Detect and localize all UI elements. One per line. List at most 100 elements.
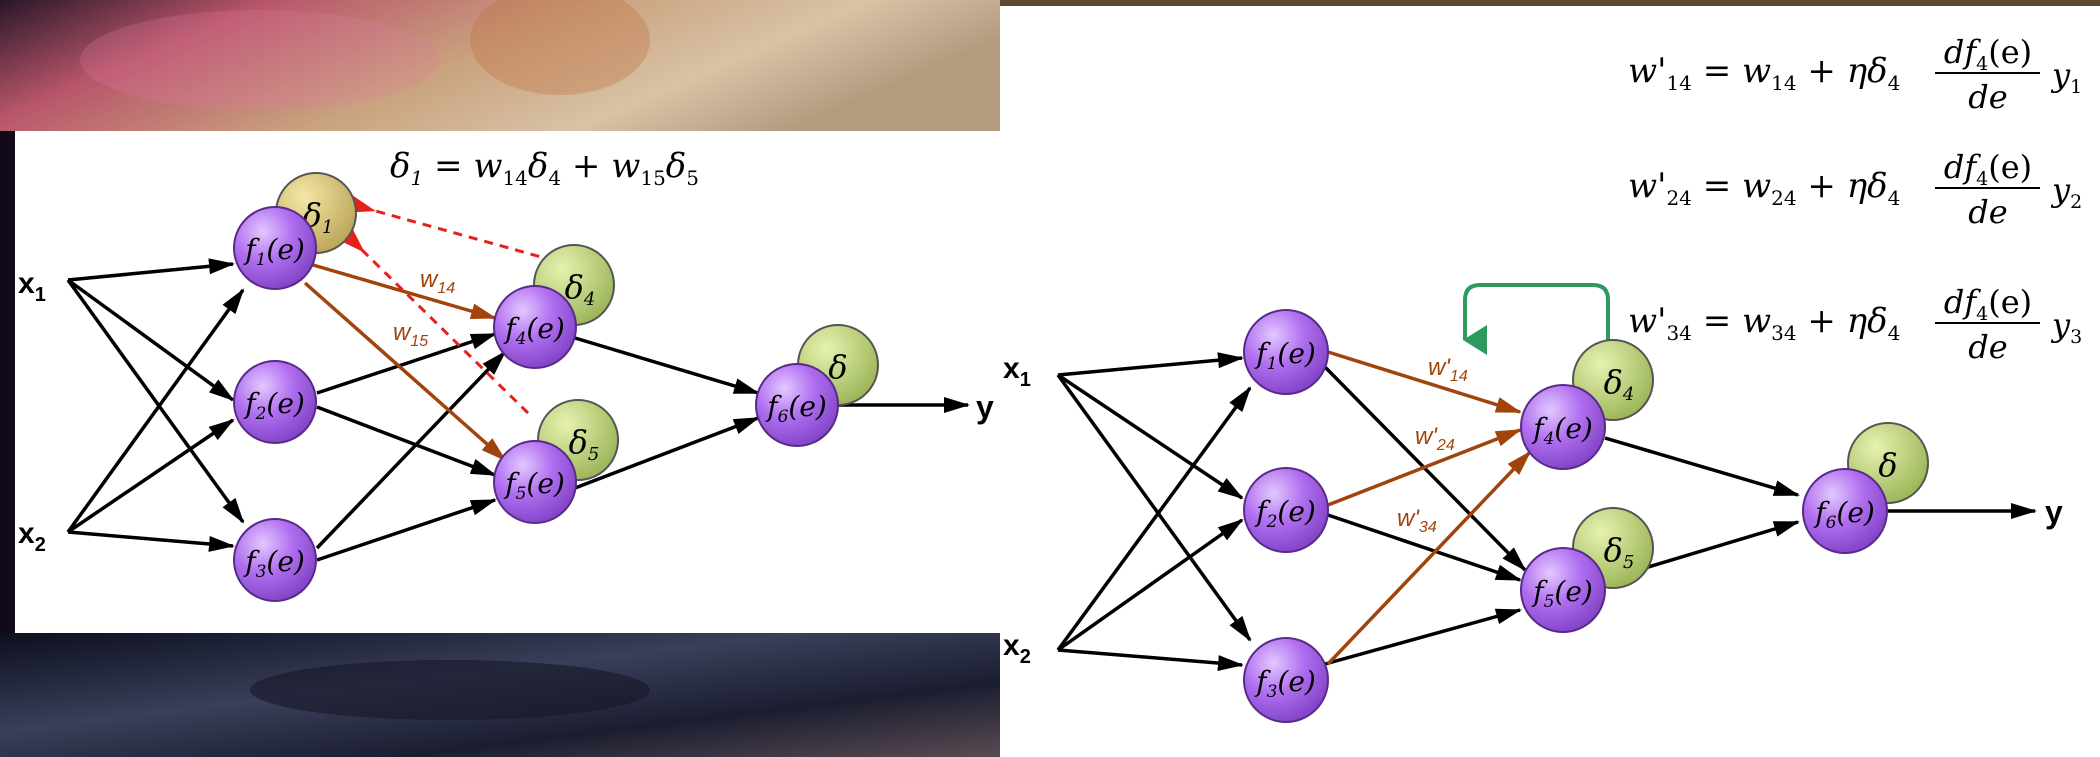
edge-x2-f3 [1057,648,1244,672]
left-black-edges [66,258,970,562]
right-neuron-f3: f3(e) [1243,637,1329,723]
left-neuron-f1: f1(e) [233,206,317,290]
right-neuron-f1: f1(e) [1243,309,1329,395]
edge-f3-f5 [1324,608,1522,666]
edge-x2-f1 [1056,386,1252,652]
right-output-y: y [2045,494,2063,530]
right-neuron-f6: f6(e) [1802,468,1888,554]
svg-text:y1: y1 [2050,56,2082,98]
svg-text:de: de [1968,78,2007,116]
nebula-glow-pink [80,10,440,110]
delta-label: δ4 [565,268,596,310]
neuron-label: f5(e) [503,467,565,504]
equation-w34: w'34 = w34 + ηδ4 df4(e) de y3 [1628,283,2082,366]
edge-f3-f4 [315,350,507,550]
svg-text:df4(e): df4(e) [1944,33,2032,75]
neuron-label: f4(e) [503,312,565,349]
space-strip-left [0,131,15,633]
left-neuron-f3: f3(e) [233,518,317,602]
weight-update-equations: w'14 = w14 + ηδ4 df4(e) de y1 w'24 = w24… [1628,33,2082,366]
edge-x1-f3 [66,278,245,524]
edge-x1-f2 [66,278,235,402]
left-neuron-f2: f2(e) [233,360,317,444]
edge-x2-f1 [66,288,245,534]
weight-label-w15: w15 [393,319,428,350]
edge-f1-f5 [303,281,507,462]
neuron-label: f3(e) [243,545,305,582]
neuron-label: f6(e) [1813,496,1875,533]
delta-label: δ [828,348,847,386]
svg-text:df4(e): df4(e) [1944,283,2032,325]
left-red-dashed-edges [336,193,571,415]
edge-f2-f4 [1327,428,1522,507]
edge-f4-f6 [1604,436,1800,497]
svg-text:y2: y2 [2050,171,2082,213]
edge-x1-f2 [1057,373,1244,500]
left-neuron-f4: f4(e) [493,285,577,369]
neuron-label: f2(e) [1254,495,1316,532]
delta-label: δ5 [1604,531,1635,573]
weight-label-w14: w14 [420,266,455,297]
backprop-edge-d4-d1 [344,193,571,267]
neuron-label: f4(e) [1531,412,1593,449]
neuron-label: f1(e) [243,233,305,270]
svg-text:w'14 = w14 + ηδ4: w'14 = w14 + ηδ4 [1628,51,1900,95]
nebula-glow [470,0,650,95]
svg-text:y3: y3 [2050,306,2082,348]
edge-f5-f6 [574,416,760,490]
left-output-y: y [976,389,994,425]
edge-x2-f2 [67,418,235,534]
weight-label-w34-prime: w'34 [1397,505,1437,536]
edge-f3-f4 [1326,450,1532,666]
delta-feedback-arrow [1463,283,1610,355]
left-input-x2: x2 [18,517,46,556]
delta-label: δ5 [569,423,600,465]
neuron-label: f3(e) [1254,665,1316,702]
edge-x1-f1 [1057,352,1244,377]
equation-w14: w'14 = w14 + ηδ4 df4(e) de y1 [1628,33,2082,116]
right-input-x2: x2 [1003,629,1031,668]
edge-f3-f5 [316,498,497,562]
neuron-label: f1(e) [1254,337,1316,374]
right-input-x1: x1 [1003,352,1031,391]
svg-text:w'24 = w24 + ηδ4: w'24 = w24 + ηδ4 [1628,166,1900,210]
edge-f2-f5 [1324,512,1522,582]
edge-f1-f4 [312,263,497,320]
left-network-diagram: δ1 = w14δ4 + w15δ5 w14 w15 [18,146,994,602]
weight-label-w14-prime: w'14 [1428,354,1468,385]
svg-text:w'34 = w34 + ηδ4: w'34 = w34 + ηδ4 [1628,301,1900,345]
neuron-label: f5(e) [1531,575,1593,612]
right-neuron-f2: f2(e) [1243,467,1329,553]
backprop-edge-d5-d1 [336,224,530,415]
delta-label: δ4 [1604,363,1635,405]
left-neuron-f5: f5(e) [493,440,577,524]
edge-f2-f5 [316,405,497,477]
svg-text:df4(e): df4(e) [1944,148,2032,190]
right-black-edges [1056,352,2037,672]
neuron-label: f2(e) [243,387,305,424]
edge-f4-f6 [574,336,760,395]
edge-f2-f4 [316,332,497,395]
neuron-label: f6(e) [765,390,827,427]
left-input-x1: x1 [18,267,46,306]
left-brown-edges [303,263,507,462]
svg-text:de: de [1968,193,2007,231]
edge-x1-f3 [1056,373,1252,642]
edge-f1-f4 [1327,350,1522,414]
right-network-diagram: w'14 = w14 + ηδ4 df4(e) de y1 w'24 = w24… [1003,33,2082,723]
strip-right-top [1000,0,2100,6]
weight-label-w24-prime: w'24 [1415,423,1455,454]
edge-x1-f1 [67,258,235,282]
dust-lane [250,660,650,720]
edge-x2-f3 [67,530,235,552]
nebula-background-top [0,0,1000,131]
right-neuron-f5: f5(e) [1520,547,1606,633]
right-neuron-f4: f4(e) [1520,384,1606,470]
svg-text:de: de [1968,328,2007,366]
left-neuron-f6: f6(e) [755,363,839,447]
equation-w24: w'24 = w24 + ηδ4 df4(e) de y2 [1628,148,2082,231]
right-brown-edges [1326,350,1532,666]
edge-x2-f2 [1056,518,1244,652]
